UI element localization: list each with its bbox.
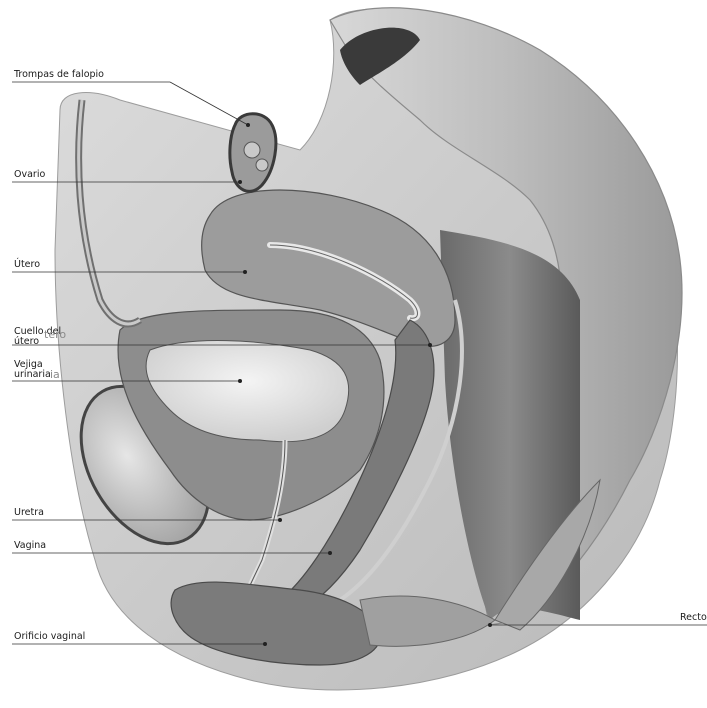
label-ovary: Ovario [14, 169, 45, 180]
label-fallopian-tubes: Trompas de falopio [14, 69, 104, 80]
label-cervix-line2: útero [14, 337, 39, 347]
label-bladder-line2: urinaria [14, 370, 51, 380]
label-urethra: Uretra [14, 507, 44, 518]
label-rectum: Recto [680, 612, 707, 623]
label-uterus: Útero [14, 259, 40, 270]
label-vaginal-orifice: Orificio vaginal [14, 631, 85, 642]
overlay-fragment-bladder: ia [50, 368, 60, 381]
label-vagina: Vagina [14, 540, 46, 551]
overlay-fragment-cervix: tero [44, 328, 66, 341]
